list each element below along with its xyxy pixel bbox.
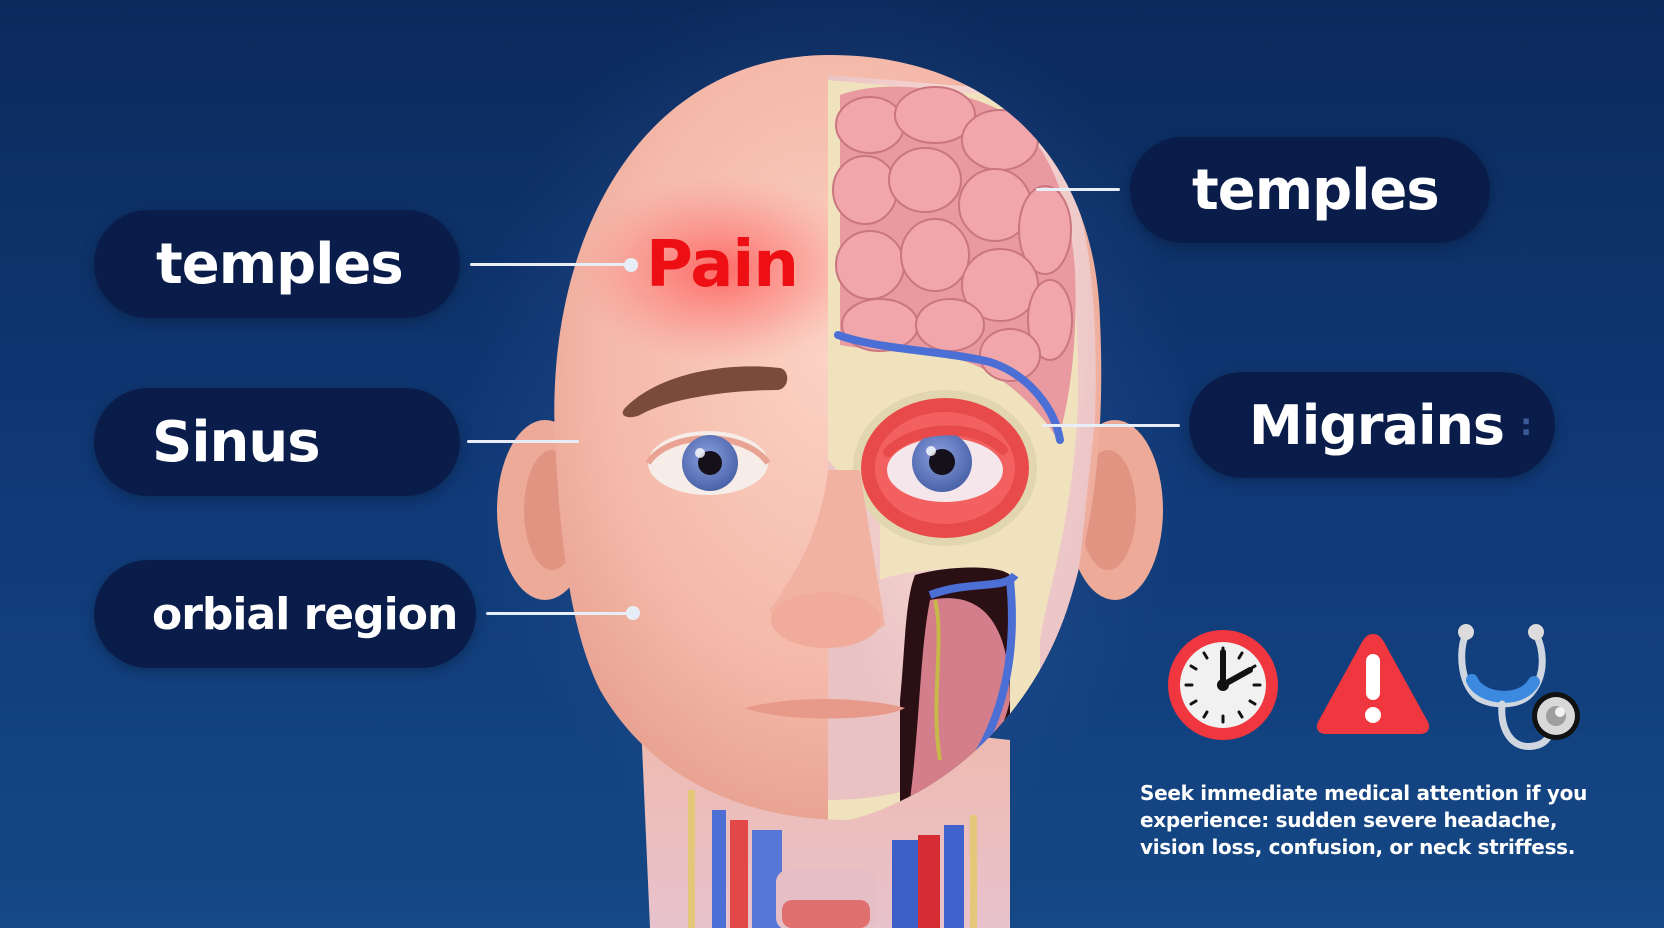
medical-warning-text: Seek immediate medical attention if you … (1140, 781, 1588, 859)
leader-line-migrains (1042, 424, 1180, 427)
clock-icon (1168, 630, 1278, 740)
leader-line-orbial-region (486, 612, 634, 615)
label-text: temples (1192, 157, 1440, 223)
label-trailing-mark: : (1520, 407, 1532, 443)
leader-dot-orbial-region (626, 606, 640, 620)
label-text: Sinus (152, 409, 321, 475)
label-text: Migrains (1249, 393, 1505, 457)
label-text: temples (156, 231, 404, 297)
label-orbial-region: orbial region (94, 560, 476, 668)
label-migrains: Migrains : (1189, 372, 1555, 478)
label-text: orbial region (152, 588, 458, 640)
leader-dot-temples-left (624, 258, 638, 272)
stethoscope-icon (1458, 624, 1580, 750)
warning-icon (1316, 634, 1430, 734)
leader-line-temples-left (470, 263, 628, 266)
leader-line-temples-right (1036, 188, 1120, 191)
label-temples-left: temples (94, 210, 460, 318)
pain-label: Pain (646, 228, 799, 302)
label-temples-right: temples (1130, 137, 1490, 243)
leader-line-sinus (467, 440, 579, 443)
label-sinus: Sinus (94, 388, 460, 496)
